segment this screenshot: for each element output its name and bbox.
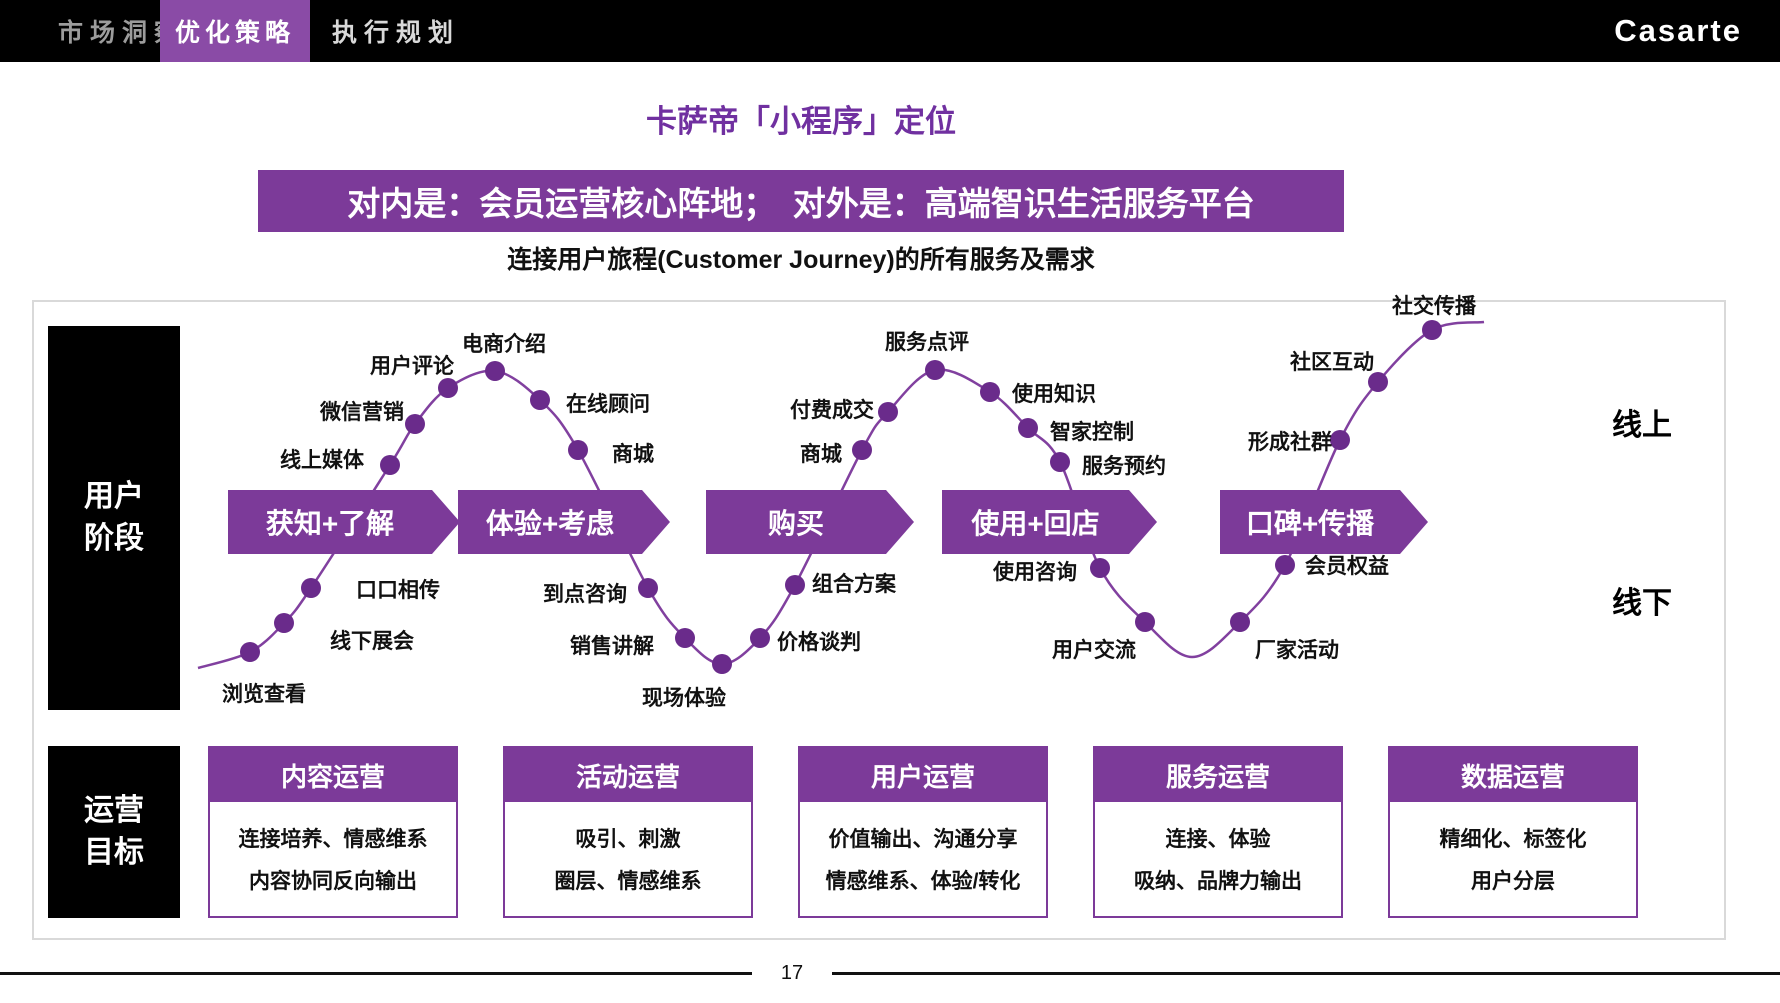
footer-line-left: [0, 972, 752, 975]
touchpoint-label: 口口相传: [356, 579, 440, 602]
goal-box-line: 圈层、情感维系: [554, 870, 702, 893]
touchpoint-label: 付费成交: [790, 399, 874, 422]
page-title: 卡萨帝「小程序」定位: [646, 104, 956, 139]
stage-arrow-3: 购买: [706, 490, 914, 554]
touchpoint-label: 商城: [800, 443, 842, 466]
row-label-line: 运营: [84, 794, 144, 827]
stage-arrow-5: 口碑+传播: [1220, 490, 1428, 554]
stage-arrow-1: 获知+了解: [228, 490, 460, 554]
goal-box-body: 精细化、标签化用户分层: [1390, 802, 1636, 916]
operation-goal-row-label: 运营 目标: [48, 746, 180, 918]
zone-label: 线下: [1612, 587, 1672, 620]
goal-box-body: 连接培养、情感维系内容协同反向输出: [210, 802, 456, 916]
goal-box-line: 价值输出、沟通分享: [828, 828, 1018, 851]
goal-box-title: 用户运营: [800, 748, 1046, 802]
goal-box-4: 服务运营连接、体验吸纳、品牌力输出: [1093, 746, 1343, 918]
goal-box-line: 吸纳、品牌力输出: [1134, 870, 1302, 893]
touchpoint-label: 社交传播: [1392, 295, 1476, 318]
goal-box-title: 内容运营: [210, 748, 456, 802]
touchpoint-label: 线下展会: [330, 630, 414, 653]
zone-label: 线上: [1612, 409, 1672, 442]
goal-box-body: 价值输出、沟通分享情感维系、体验/转化: [800, 802, 1046, 916]
touchpoint-label: 价格谈判: [777, 631, 861, 654]
touchpoint-label: 到点咨询: [543, 583, 627, 606]
goal-box-line: 连接、体验: [1165, 828, 1271, 851]
touchpoint-label: 服务预约: [1082, 455, 1166, 478]
touchpoint-label: 商城: [612, 443, 654, 466]
goal-box-line: 精细化、标签化: [1439, 828, 1587, 851]
tab-execution-plan[interactable]: 执行规划: [332, 19, 461, 47]
goal-box-title: 活动运营: [505, 748, 751, 802]
touchpoint-label: 浏览查看: [222, 683, 306, 706]
goal-box-body: 吸引、刺激圈层、情感维系: [505, 802, 751, 916]
touchpoint-label: 智家控制: [1050, 421, 1134, 444]
positioning-banner: 对内是：会员运营核心阵地； 对外是：高端智识生活服务平台: [258, 170, 1344, 232]
tab-optimization-strategy[interactable]: 优化策略: [160, 0, 310, 62]
touchpoint-label: 形成社群: [1248, 431, 1332, 454]
footer-divider: 17: [0, 962, 1780, 985]
row-label-line: 目标: [84, 836, 144, 869]
page-number: 17: [780, 962, 804, 984]
goal-box-title: 数据运营: [1390, 748, 1636, 802]
goal-box-2: 活动运营吸引、刺激圈层、情感维系: [503, 746, 753, 918]
touchpoint-label: 在线顾问: [566, 393, 650, 416]
touchpoint-label: 微信营销: [320, 401, 404, 424]
touchpoint-label: 用户评论: [370, 355, 454, 378]
touchpoint-label: 现场体验: [642, 687, 726, 710]
footer-line-right: [832, 972, 1780, 975]
subtitle: 连接用户旅程(Customer Journey)的所有服务及需求: [507, 246, 1095, 274]
stage-arrow-label: 口碑+传播: [1245, 508, 1375, 539]
touchpoint-label: 会员权益: [1305, 555, 1389, 578]
touchpoint-label: 厂家活动: [1255, 639, 1339, 662]
touchpoint-label: 社区互动: [1290, 351, 1374, 374]
stage-arrow-label: 购买: [767, 508, 824, 539]
touchpoint-label: 服务点评: [885, 331, 969, 354]
touchpoint-label: 销售讲解: [570, 635, 654, 658]
touchpoint-label: 线上媒体: [280, 449, 364, 472]
stage-arrow-label: 使用+回店: [971, 508, 1100, 539]
stage-arrow-label: 体验+考虑: [485, 508, 615, 539]
row-label-line: 用户: [84, 480, 144, 513]
touchpoint-label: 使用咨询: [993, 561, 1077, 584]
stage-arrow-2: 体验+考虑: [458, 490, 670, 554]
goal-box-line: 用户分层: [1471, 870, 1555, 893]
user-stage-row-label: 用户 阶段: [48, 326, 180, 710]
goal-box-line: 情感维系、体验/转化: [825, 870, 1021, 893]
touchpoint-label: 用户交流: [1052, 639, 1136, 662]
goal-box-5: 数据运营精细化、标签化用户分层: [1388, 746, 1638, 918]
stage-arrow-label: 获知+了解: [265, 508, 395, 539]
tab-market-insight[interactable]: 市场洞察: [58, 19, 187, 47]
touchpoint-label: 电商介绍: [462, 333, 546, 356]
goal-box-title: 服务运营: [1095, 748, 1341, 802]
goal-box-line: 内容协同反向输出: [249, 870, 417, 893]
row-label-line: 阶段: [84, 522, 144, 555]
goal-box-line: 吸引、刺激: [575, 828, 681, 851]
goal-box-1: 内容运营连接培养、情感维系内容协同反向输出: [208, 746, 458, 918]
top-nav-bar: 市场洞察 优化策略 执行规划 Casarte: [0, 0, 1780, 62]
touchpoint-label: 组合方案: [812, 573, 896, 596]
goal-box-3: 用户运营价值输出、沟通分享情感维系、体验/转化: [798, 746, 1048, 918]
stage-arrow-4: 使用+回店: [942, 490, 1157, 554]
touchpoint-label: 使用知识: [1012, 383, 1096, 406]
goal-box-body: 连接、体验吸纳、品牌力输出: [1095, 802, 1341, 916]
goal-box-line: 连接培养、情感维系: [238, 828, 428, 851]
casarte-logo: Casarte: [1614, 13, 1742, 48]
